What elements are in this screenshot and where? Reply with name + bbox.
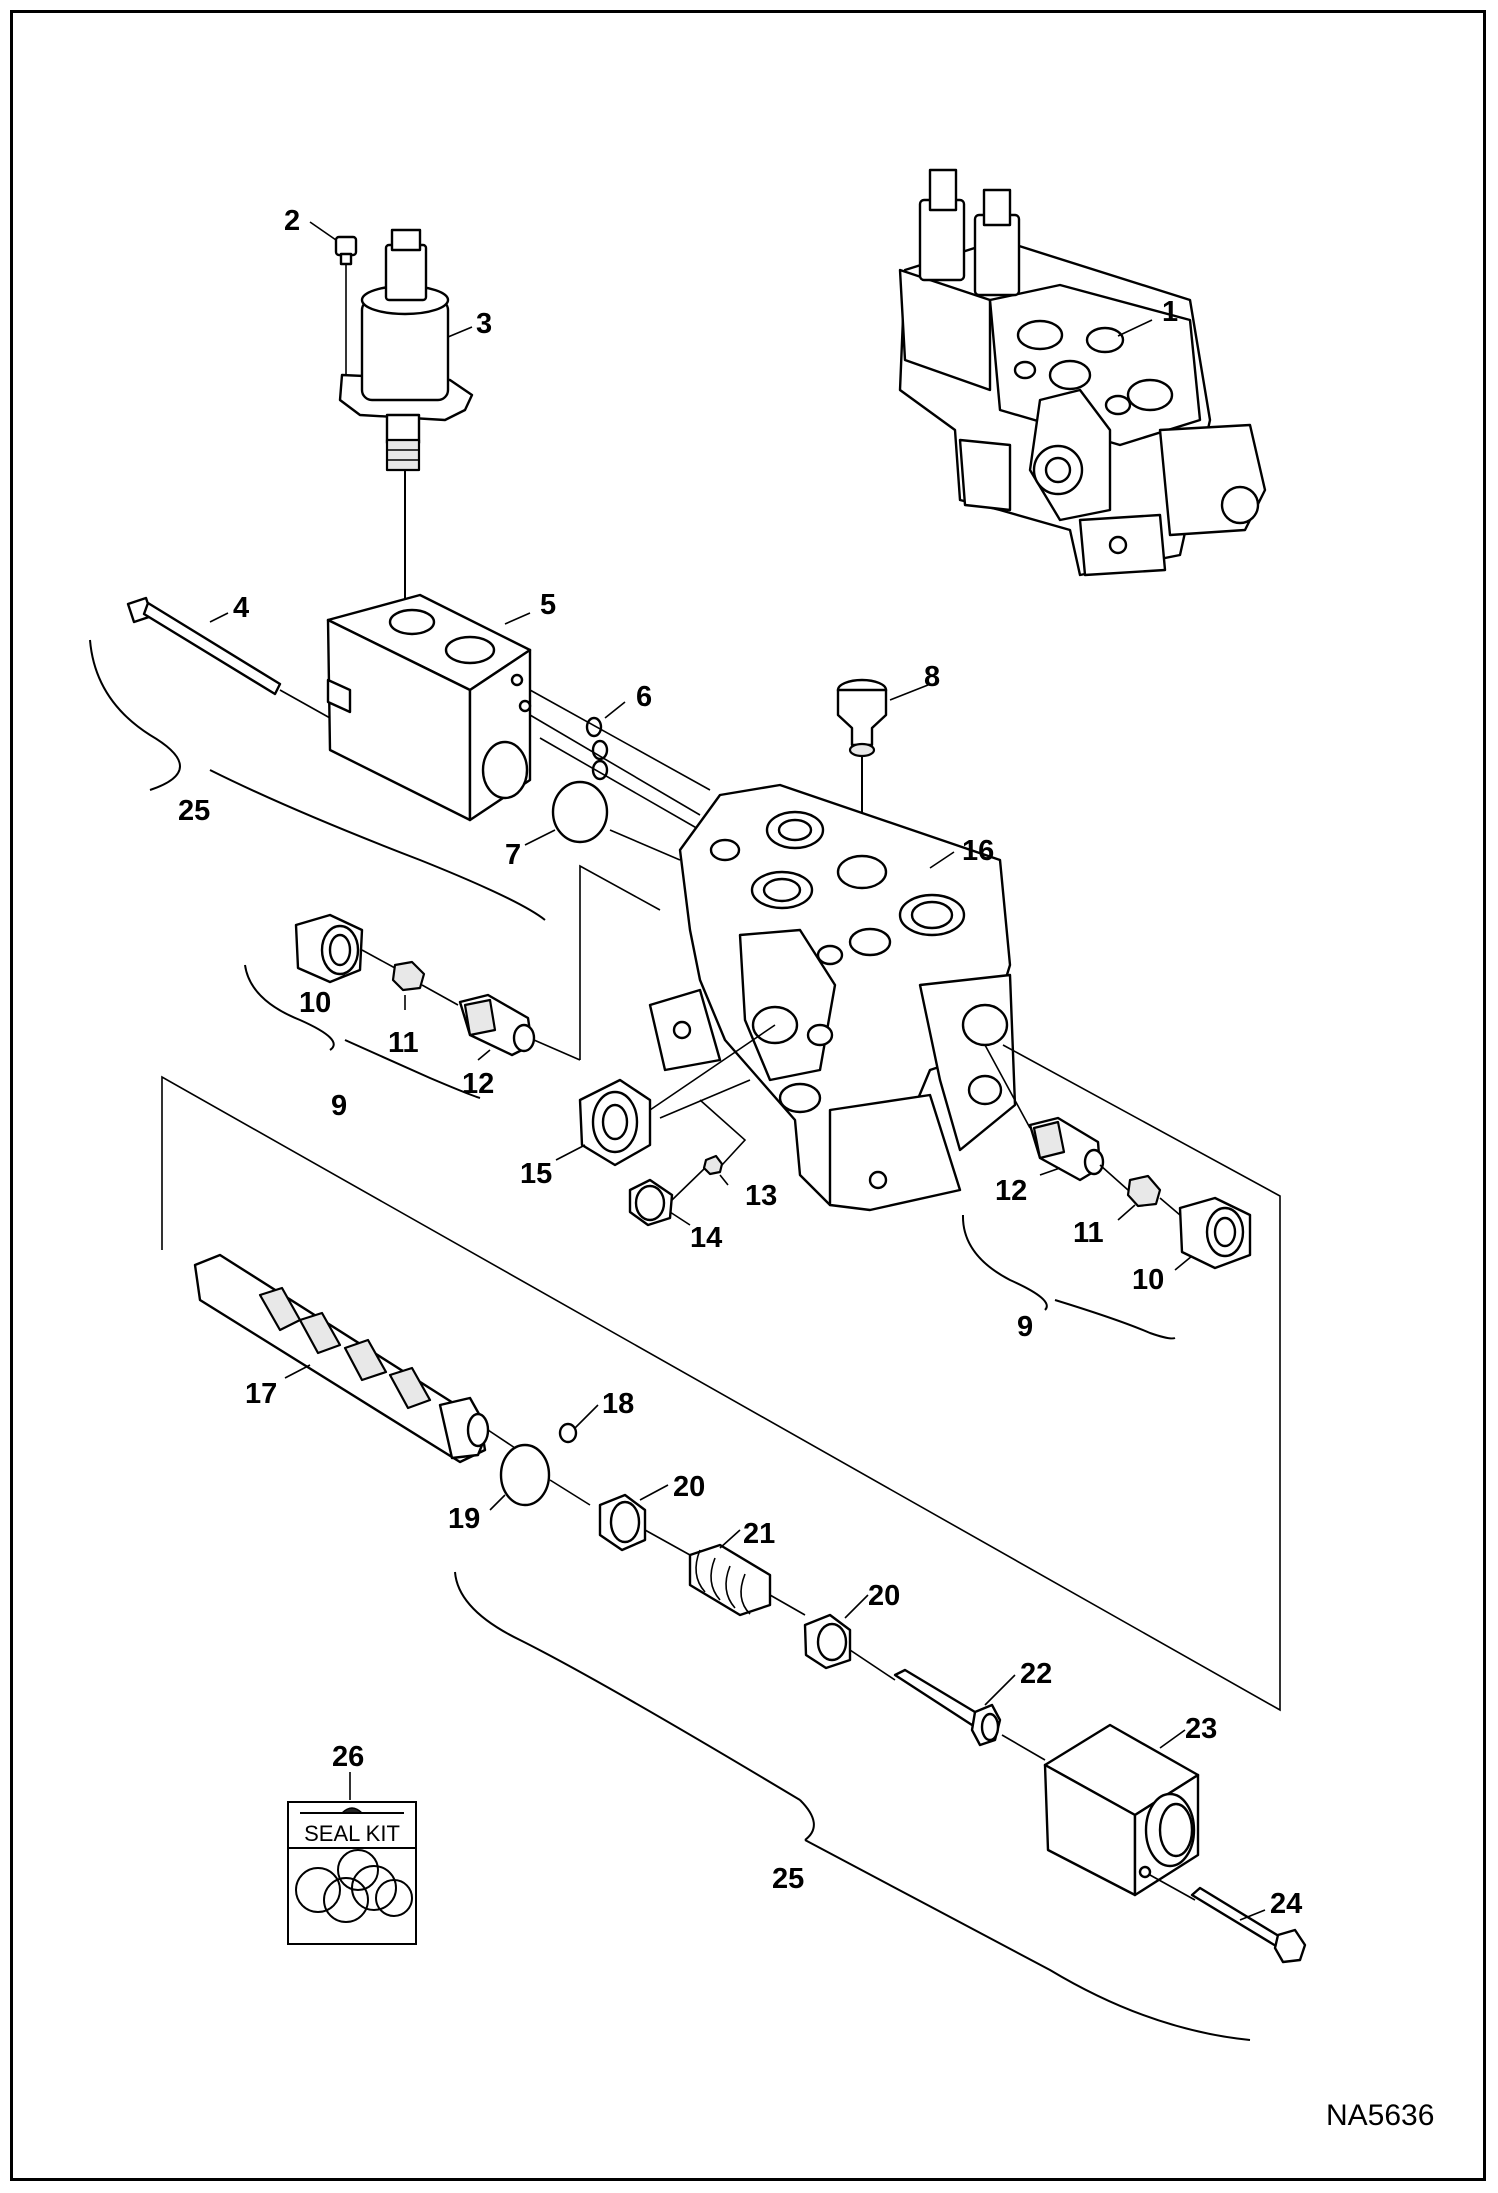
callout-labels: 1 2 3 4 5 6 7 8 9 9 10 10 11 11 12 12 13… xyxy=(178,205,1302,1920)
cartridge-part-12-left xyxy=(458,993,536,1057)
relief-cap-part-10-right xyxy=(1178,1196,1252,1270)
callout-20-a: 20 xyxy=(673,1471,705,1503)
callout-2: 2 xyxy=(284,205,300,237)
bolt-part-24 xyxy=(1149,1874,1307,1964)
leader-lines-center xyxy=(649,1024,776,1201)
callout-9-right: 9 xyxy=(1017,1311,1033,1343)
spool-leader-lines xyxy=(161,1044,1281,1712)
callout-leaders xyxy=(209,221,1266,1921)
drawing-id: NA5636 xyxy=(1326,2099,1434,2132)
callout-13: 13 xyxy=(745,1180,777,1212)
solenoid-part-3 xyxy=(338,228,474,600)
valve-body-part-16 xyxy=(648,783,1017,1212)
valve-assembly-part-1 xyxy=(898,168,1267,577)
callout-14: 14 xyxy=(690,1222,722,1254)
orifice-part-13 xyxy=(702,1154,724,1176)
callout-1: 1 xyxy=(1162,296,1178,328)
brace-25-upper xyxy=(89,639,546,921)
bolt-part-4 xyxy=(126,596,331,719)
spring-part-11-left xyxy=(391,960,426,992)
plug-part-8 xyxy=(836,678,888,870)
plug-part-15 xyxy=(578,1078,652,1167)
callout-26: 26 xyxy=(332,1741,364,1773)
block-part-5 xyxy=(326,593,532,822)
callout-7: 7 xyxy=(505,839,521,871)
callout-11-left: 11 xyxy=(388,1027,419,1059)
callout-5: 5 xyxy=(540,589,556,621)
callout-9-left: 9 xyxy=(331,1090,347,1122)
callout-3: 3 xyxy=(476,308,492,340)
callout-4: 4 xyxy=(233,592,249,624)
spring-part-11-right xyxy=(1126,1174,1162,1208)
callout-10-left: 10 xyxy=(299,987,331,1019)
callout-18: 18 xyxy=(602,1388,634,1420)
spool-part-17 xyxy=(193,1253,516,1464)
callout-25-lower: 25 xyxy=(772,1863,804,1895)
brace-9-right xyxy=(961,1214,1176,1340)
callout-21: 21 xyxy=(743,1518,775,1550)
callout-22: 22 xyxy=(1020,1658,1052,1690)
callout-24: 24 xyxy=(1270,1888,1302,1920)
orings-part-6 xyxy=(529,689,711,831)
screw-part-2 xyxy=(334,235,358,378)
bolt-part-22 xyxy=(893,1668,1046,1761)
diagram-frame xyxy=(10,10,1486,2181)
oring-part-18 xyxy=(558,1422,578,1444)
cartridge-part-12-right xyxy=(1028,1116,1105,1182)
spring-part-21 xyxy=(688,1543,806,1617)
seal-kit-label: SEAL KIT xyxy=(304,1821,400,1846)
oring-part-7 xyxy=(551,780,681,861)
end-cap-part-23 xyxy=(1043,1723,1200,1897)
callout-12-right: 12 xyxy=(995,1175,1027,1207)
oring-part-19 xyxy=(499,1443,591,1507)
spring-seat-part-20-a xyxy=(598,1493,691,1556)
relief-cap-part-10-left xyxy=(294,913,364,984)
callout-20-b: 20 xyxy=(868,1580,900,1612)
leader-lines-right-relief xyxy=(984,1044,1181,1216)
spring-seat-part-20-b xyxy=(803,1613,896,1681)
callout-16: 16 xyxy=(962,835,994,867)
callout-6: 6 xyxy=(636,681,652,713)
callout-19: 19 xyxy=(448,1503,480,1535)
brace-25-lower xyxy=(454,1571,1251,2041)
leader-lines-left-relief xyxy=(361,864,661,1061)
brace-9-left xyxy=(244,964,481,1099)
callout-17: 17 xyxy=(245,1378,277,1410)
plug-part-14 xyxy=(628,1178,674,1227)
callout-12-left: 12 xyxy=(462,1068,494,1100)
callout-25-upper: 25 xyxy=(178,795,210,827)
callout-15: 15 xyxy=(520,1158,552,1190)
callout-10-right: 10 xyxy=(1132,1264,1164,1296)
seal-kit-part-26 xyxy=(287,1801,417,1945)
callout-11-right: 11 xyxy=(1073,1217,1104,1249)
callout-8: 8 xyxy=(924,661,940,693)
callout-23: 23 xyxy=(1185,1713,1217,1745)
